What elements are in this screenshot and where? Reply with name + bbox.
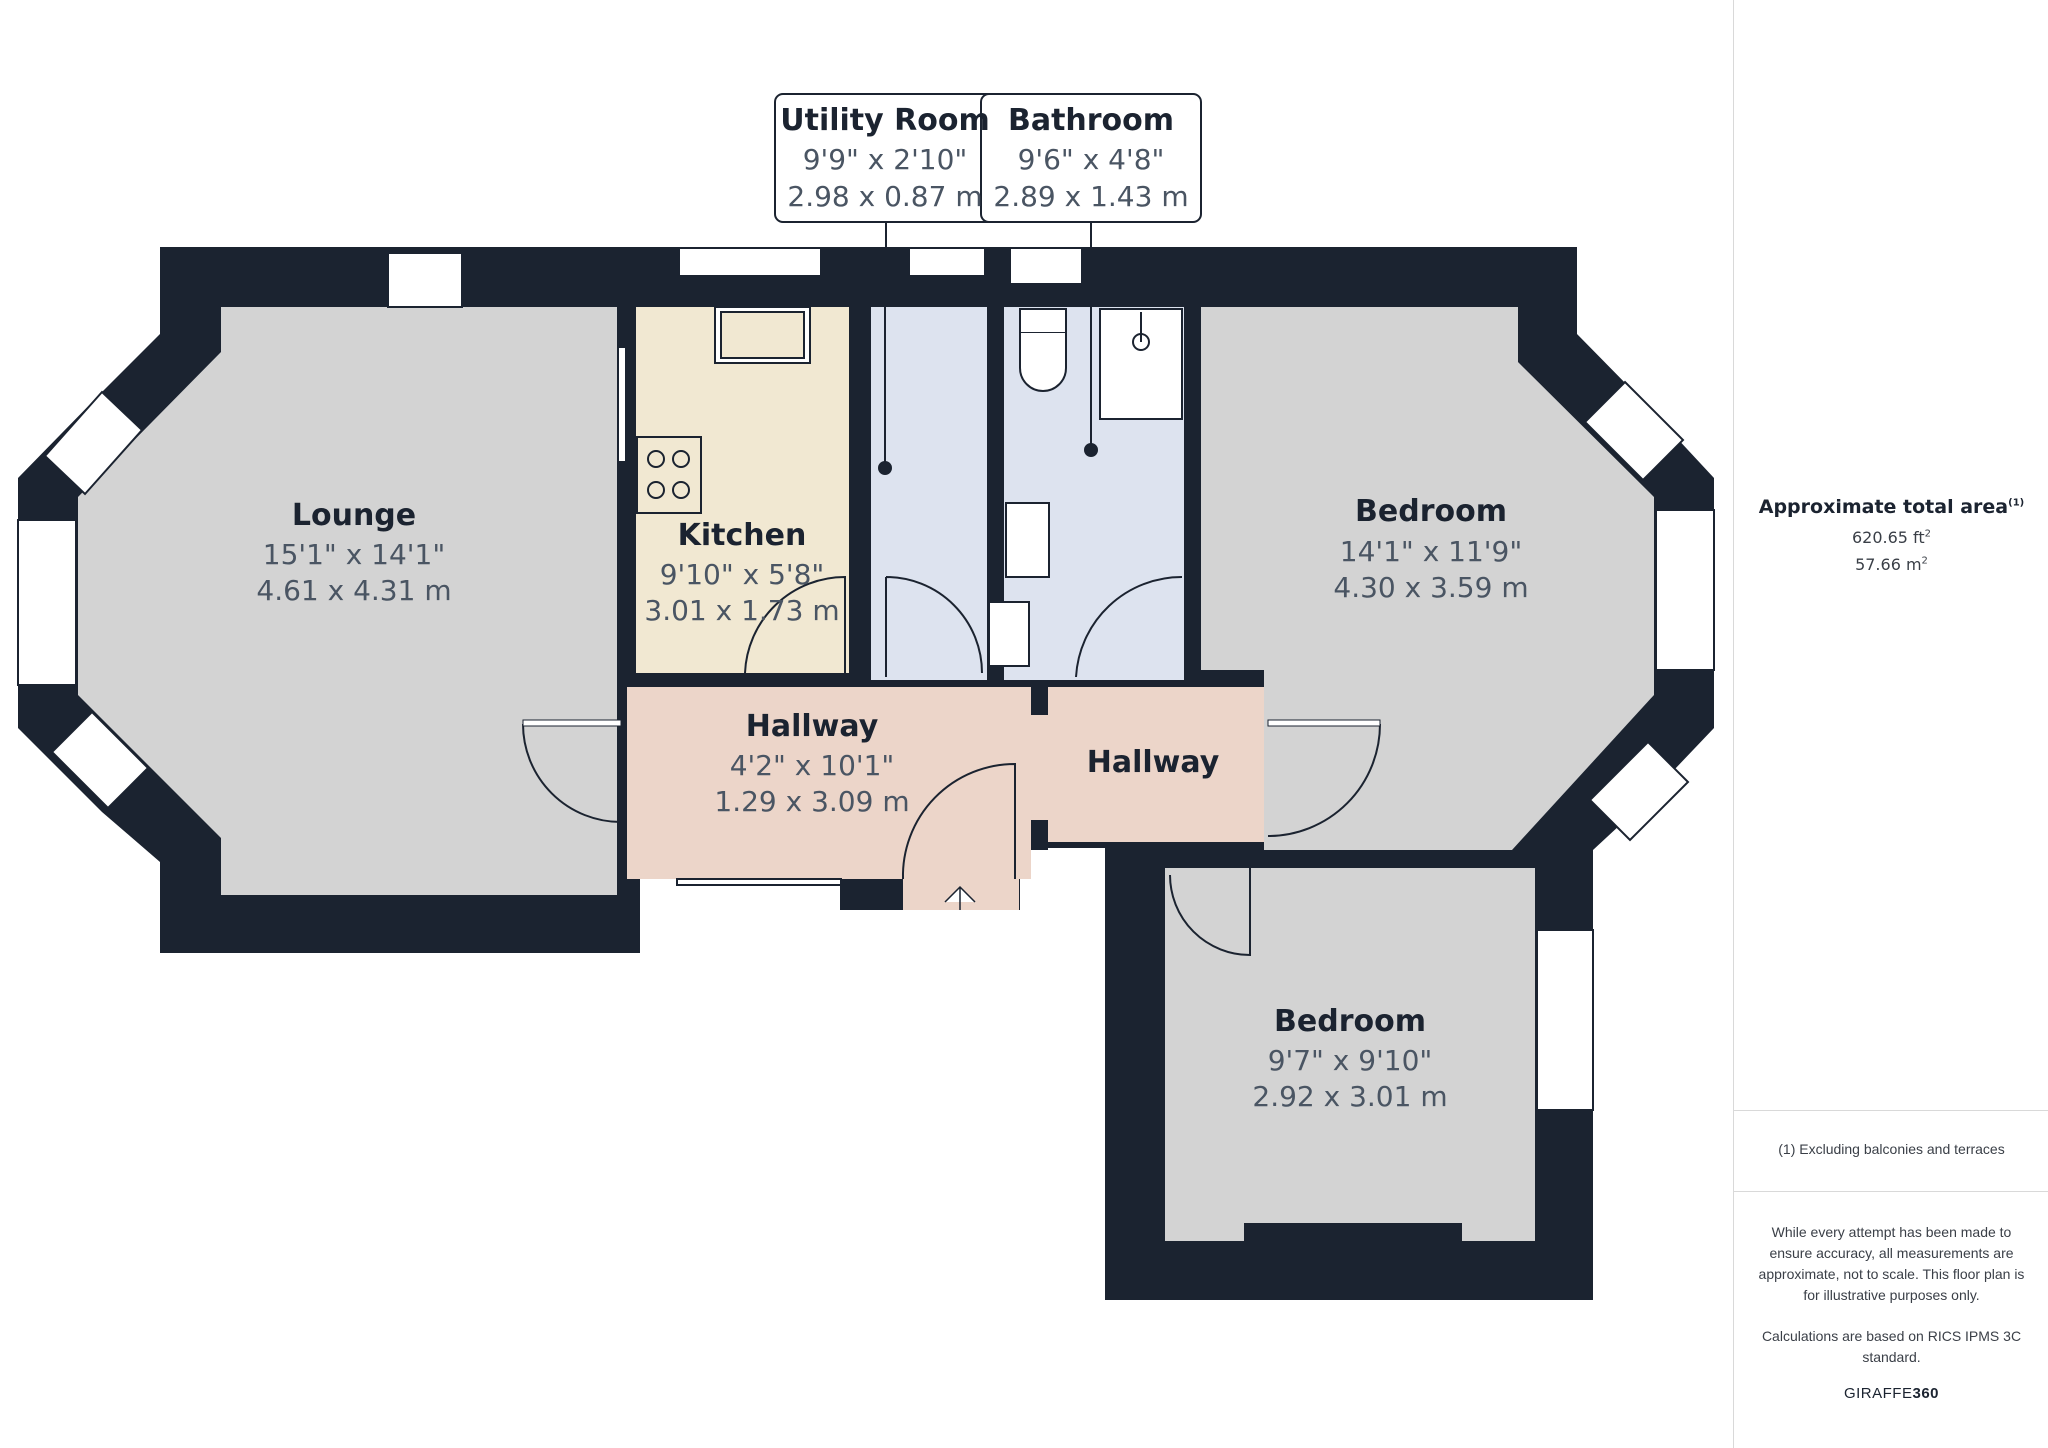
door-utility (885, 576, 983, 677)
hallway2-label: Hallway (1087, 745, 1220, 780)
hallway2-floor (1031, 687, 1264, 842)
window-kitchen-top (678, 247, 822, 277)
bathroom-name: Bathroom (1008, 103, 1174, 138)
bath-sink (1005, 502, 1050, 578)
utility-metric: 2.98 x 0.87 m (787, 180, 982, 213)
hall-divider-top (1031, 687, 1048, 715)
partition-kitchen-utility (849, 307, 871, 687)
utility-name: Utility Room (780, 103, 989, 138)
bedroom2-metric: 2.92 x 3.01 m (1252, 1080, 1447, 1113)
lounge-metric: 4.61 x 4.31 m (256, 574, 451, 607)
bedroom1-floor (1201, 307, 1654, 850)
bedroom1-imperial: 14'1" x 11'9" (1340, 535, 1522, 568)
bedroom2-label: Bedroom 9'7" x 9'10" 2.92 x 3.01 m (1252, 1004, 1447, 1113)
bathroom-metric: 2.89 x 1.43 m (993, 180, 1188, 213)
window-lounge-ul (43, 390, 144, 496)
window-bed1-right (1655, 509, 1715, 671)
hob (636, 436, 702, 514)
area-ft: 620.65 ft2 (1851, 528, 1932, 547)
lounge-radiator (617, 346, 627, 463)
window-bath-top (1009, 247, 1083, 285)
window-bed2-right (1536, 929, 1594, 1111)
window-lounge-left (17, 519, 77, 686)
fixtures (617, 306, 1183, 910)
hallway1-name: Hallway (746, 709, 879, 744)
bathroom-imperial: 9'6" x 4'8" (1018, 143, 1165, 176)
door-entry (901, 762, 1016, 880)
entry-arrow (944, 885, 976, 910)
window-hall-bottom (676, 878, 842, 886)
lounge-floor (78, 307, 617, 895)
disclaimer: While every attempt has been made to ens… (1756, 1222, 2027, 1388)
utility-label: Utility Room 9'9" x 2'10" 2.98 x 0.87 m (780, 103, 989, 213)
hallway1-label: Hallway 4'2" x 10'1" 1.29 x 3.09 m (714, 709, 909, 818)
disclaimer-text: While every attempt has been made to ens… (1758, 1224, 2025, 1303)
divider (1734, 1191, 2048, 1192)
hallway1-metric: 1.29 x 3.09 m (714, 785, 909, 818)
hall-divider-bottom (1031, 820, 1048, 850)
bedroom2-floor (1165, 868, 1535, 1241)
sidebar: Approximate total area(1) 620.65 ft2 57.… (1733, 0, 2048, 1448)
window-lounge-ll (50, 710, 150, 810)
footnote: (1) Excluding balconies and terraces (1778, 1141, 2005, 1157)
lounge-imperial: 15'1" x 14'1" (263, 538, 445, 571)
partition-bath-bed (1184, 307, 1201, 670)
window-utility-top (908, 247, 986, 277)
hallway2-name: Hallway (1087, 745, 1220, 780)
bathroom-label: Bathroom 9'6" x 4'8" 2.89 x 1.43 m (993, 103, 1188, 213)
bedroom1-label: Bedroom 14'1" x 11'9" 4.30 x 3.59 m (1333, 494, 1528, 604)
kitchen-metric: 3.01 x 1.73 m (644, 594, 839, 627)
doors (522, 575, 1381, 957)
door-bathroom (1075, 575, 1183, 678)
bedroom1-name: Bedroom (1355, 494, 1507, 529)
calc-note: Calculations are based on RICS IPMS 3C s… (1761, 1328, 2022, 1365)
total-area: Approximate total area(1) 620.65 ft2 57.… (1734, 496, 2048, 574)
bedroom2-name: Bedroom (1274, 1004, 1426, 1039)
windows (17, 247, 1715, 1111)
kitchen-name: Kitchen (678, 518, 807, 553)
bedroom2-imperial: 9'7" x 9'10" (1268, 1044, 1433, 1077)
brand-logo: GIRAFFE360 (1843, 1385, 1940, 1402)
door-kitchen (744, 575, 846, 674)
utility-imperial: 9'9" x 2'10" (803, 143, 968, 176)
area-title: Approximate total area(1) (1758, 496, 2025, 518)
hallway1-floor (627, 687, 1031, 879)
door-bedroom2 (1169, 865, 1251, 957)
utility-unit (988, 601, 1030, 667)
window-bed1-ur (1583, 380, 1685, 482)
window-bed1-lr (1588, 740, 1690, 842)
partition-utility-bath (987, 307, 1004, 687)
kitchen-imperial: 9'10" x 5'8" (660, 558, 825, 591)
lounge-label: Lounge 15'1" x 14'1" 4.61 x 4.31 m (256, 498, 451, 607)
bedroom2-wall-seg (1244, 1223, 1462, 1245)
floor-plan: Lounge 15'1" x 14'1" 4.61 x 4.31 m Kitch… (17, 93, 1715, 1300)
hallway1-imperial: 4'2" x 10'1" (730, 749, 895, 782)
toilet (1019, 308, 1067, 334)
kitchen-label: Kitchen 9'10" x 5'8" 3.01 x 1.73 m (644, 518, 839, 627)
bedroom1-metric: 4.30 x 3.59 m (1333, 571, 1528, 604)
toilet-bowl (1019, 333, 1067, 392)
area-m: 57.66 m2 (1855, 555, 1928, 574)
utility-floor (871, 307, 987, 680)
divider (1734, 1110, 2048, 1111)
window-lounge-top (387, 252, 463, 308)
lounge-name: Lounge (292, 498, 416, 533)
